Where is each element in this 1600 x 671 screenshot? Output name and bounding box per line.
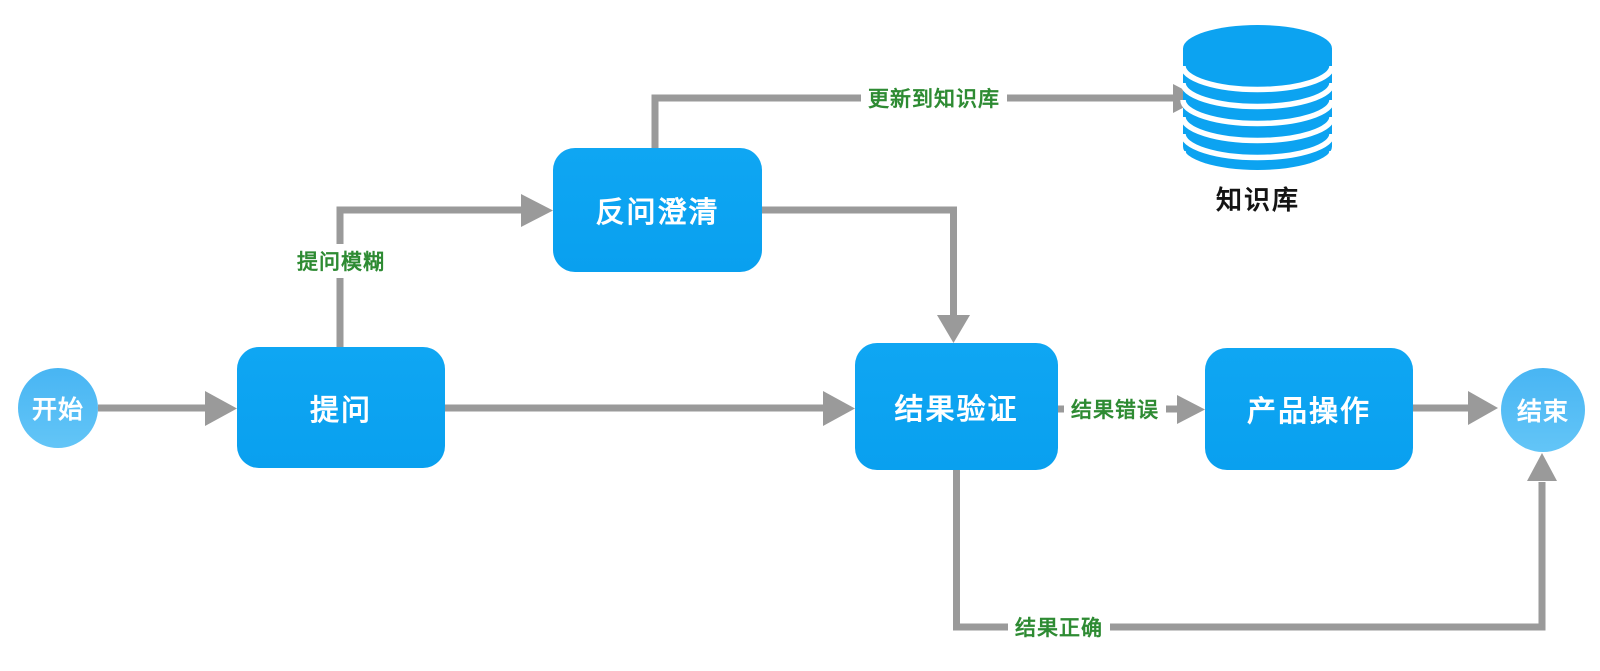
node-end-label: 结束 [1516,397,1569,426]
node-start-label: 开始 [31,395,84,424]
arrowhead-into-end-bottom [1527,453,1557,481]
node-verify: 结果验证 [855,343,1058,470]
arrowhead-into-end-left [1468,391,1498,425]
edge-label-vague: 提问模糊 [290,244,392,278]
arrowhead-into-verify-left [823,391,855,426]
node-ask: 提问 [237,347,445,468]
node-ask-label: 提问 [309,392,372,427]
knowledge-base-caption: 知识库 [1215,186,1301,216]
arrowhead-into-clarify [521,194,553,227]
node-operate: 产品操作 [1205,348,1413,470]
database-icon [1180,24,1335,178]
arrowhead-into-ask [205,391,237,426]
node-clarify-label: 反问澄清 [595,195,720,229]
edge-verify-to-end [953,470,1546,631]
edge-ask-to-clarify [336,206,522,347]
arrowhead-into-verify-top [937,315,970,343]
node-verify-label: 结果验证 [894,391,1019,426]
node-start: 开始 [18,368,98,448]
edge-label-update-kb: 更新到知识库 [861,81,1007,115]
edge-label-correct: 结果正确 [1008,610,1110,644]
node-end: 结束 [1501,368,1585,452]
arrowhead-into-operate [1177,395,1205,424]
node-operate-label: 产品操作 [1246,394,1371,428]
node-clarify: 反问澄清 [553,148,762,272]
edge-clarify-to-verify [762,206,957,316]
edge-label-wrong: 结果错误 [1064,392,1166,426]
